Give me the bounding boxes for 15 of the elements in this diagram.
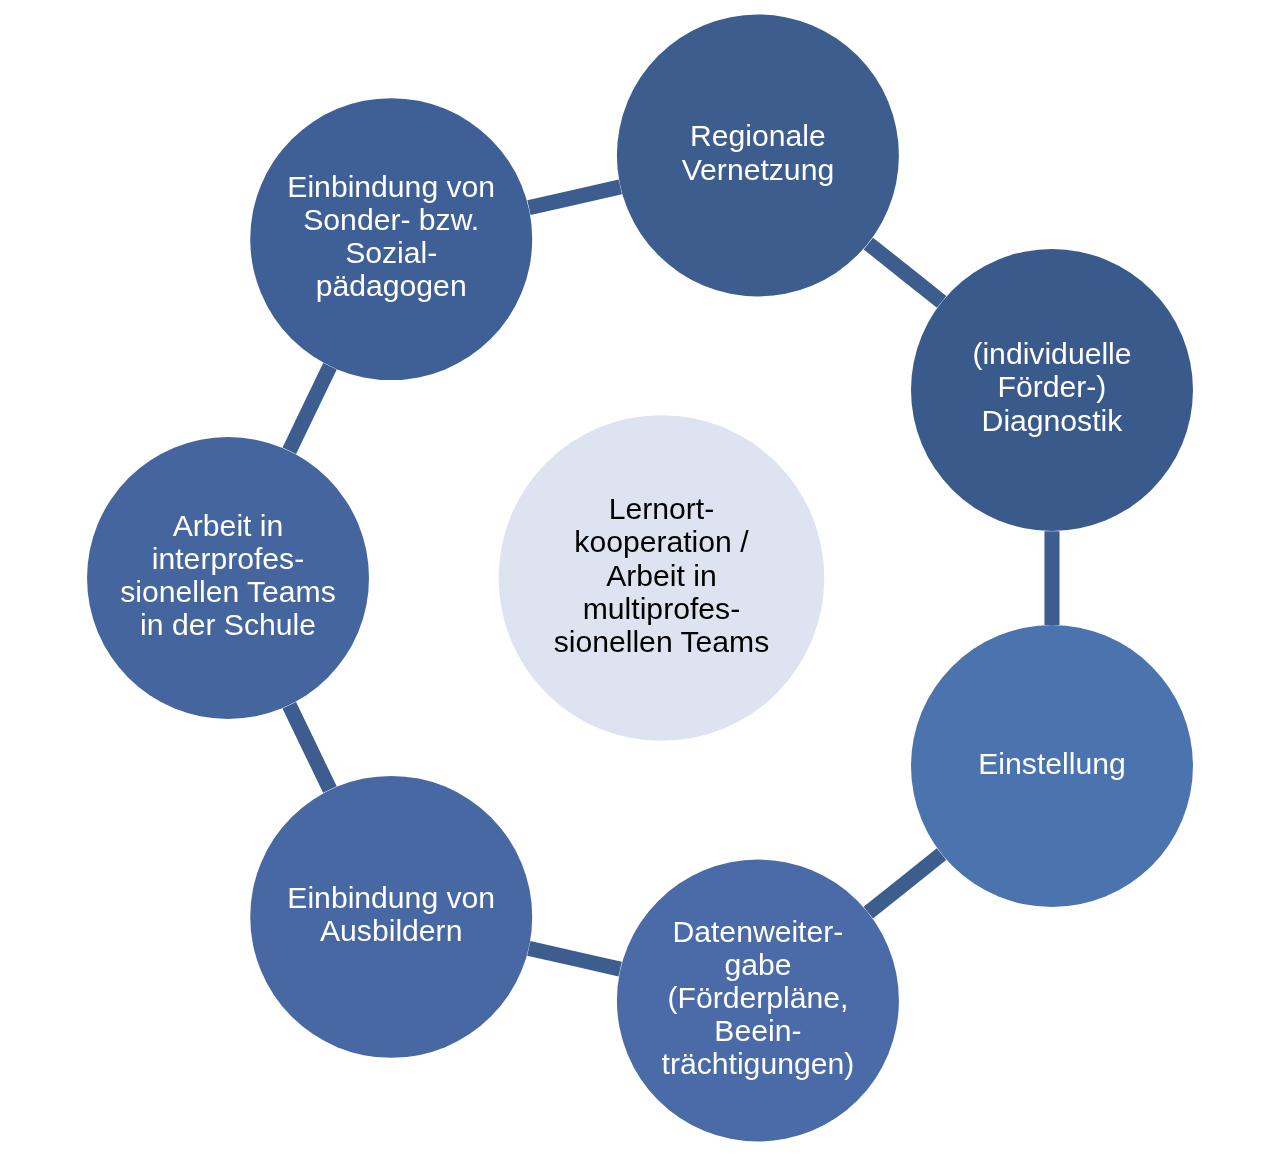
connector <box>527 940 622 977</box>
connector <box>863 848 947 919</box>
connector <box>1044 531 1060 625</box>
node-circle: Datenweiter- gabe (Förderpläne, Beein- trächtigungen) <box>616 859 899 1142</box>
node-circle: Einbindung von Sonder- bzw. Sozial- pädagogen <box>250 98 533 381</box>
connector <box>282 363 337 454</box>
node-circle: Arbeit in interprofes- sionellen Teams in der Schule <box>87 437 369 719</box>
node-circle: Regionale Vernetzung <box>616 14 899 297</box>
connector <box>863 237 947 308</box>
node-circle: Einbindung von Ausbildern <box>250 775 533 1058</box>
connector <box>527 179 622 216</box>
node-circle: Einstellung <box>911 625 1193 908</box>
connector <box>282 701 337 793</box>
node-circle: Lernort- kooperation / Arbeit in multiprofes- sionellen Teams <box>498 415 825 741</box>
node-circle: (individuelle Förder-) Diagnostik <box>911 248 1193 531</box>
